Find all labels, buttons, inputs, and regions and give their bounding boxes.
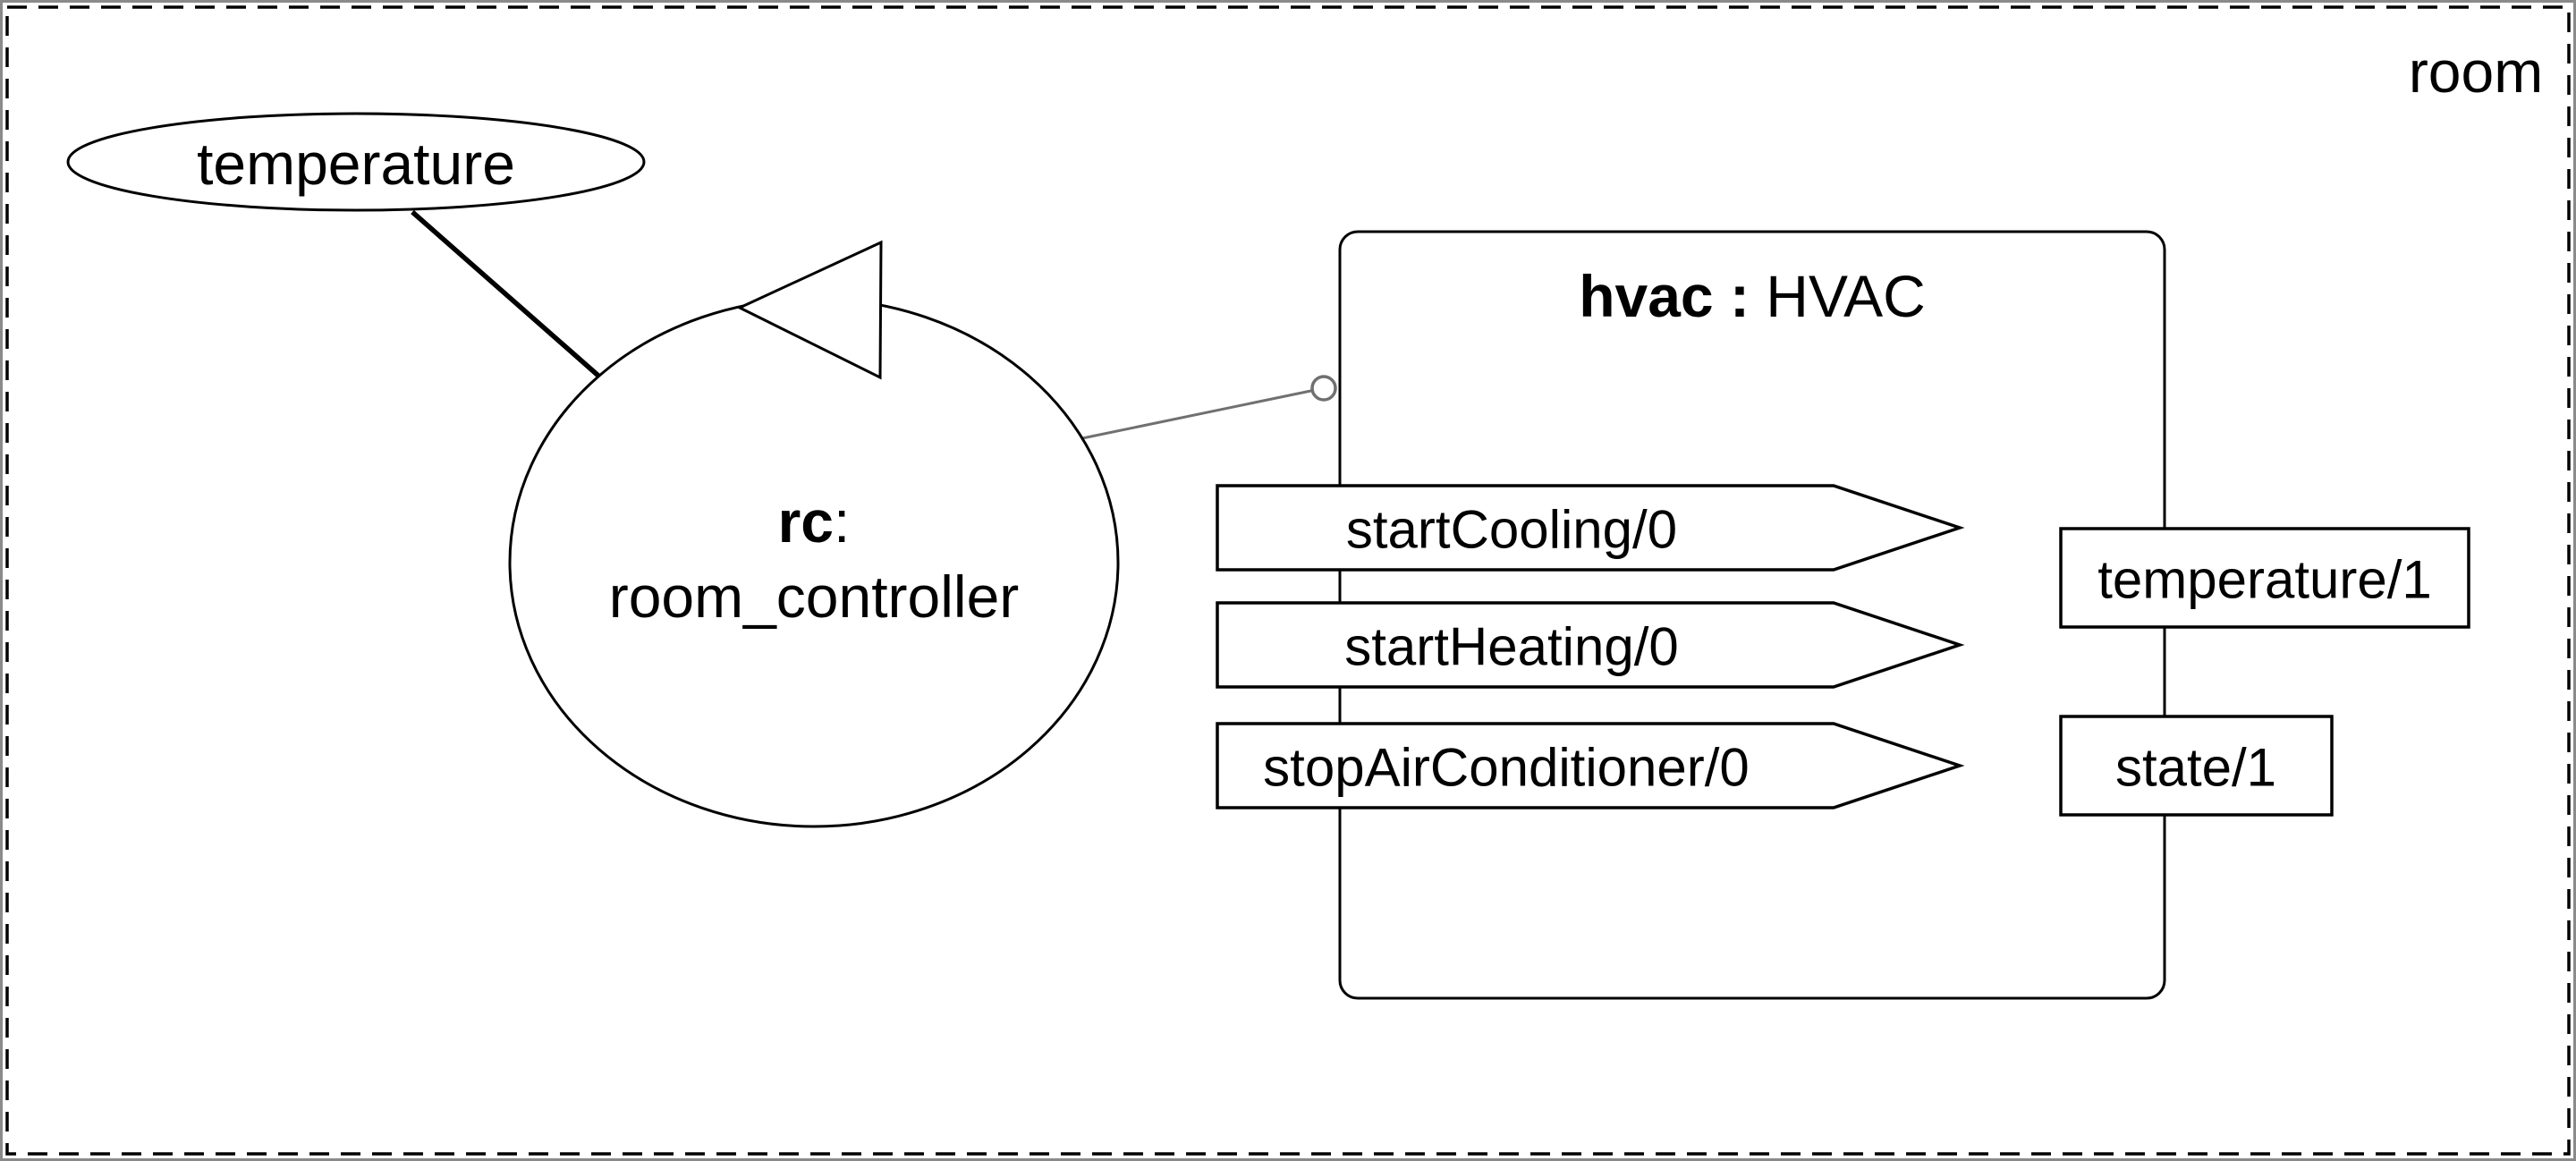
connector-line[interactable] [1081,386,1325,440]
port-temperature[interactable]: temperature/1 [2059,527,2470,629]
interface-lollipop-circle[interactable] [1310,375,1337,402]
port-label: temperature/1 [2097,550,2432,610]
temperature-label: temperature [197,131,515,197]
port-rect[interactable] [2059,527,2470,629]
hvac-title: hvac : HVAC [1579,263,1926,329]
port-label: state/1 [2115,738,2276,798]
node-temperature[interactable]: temperature [66,112,646,212]
banner-arrow-shape[interactable] [1216,484,1965,572]
room-boundary[interactable] [5,5,2571,1156]
banner-label: startHeating/0 [1344,617,1679,677]
node-hvac[interactable]: hvac : HVAC startCooling/0 startHeating/… [1216,230,2470,1000]
edge-temperature-to-controller[interactable] [411,209,600,378]
banner-arrow-shape[interactable] [1216,722,1965,809]
message-banner-startHeating[interactable]: startHeating/0 [1216,601,1965,689]
port-rect[interactable] [2059,715,2334,817]
temperature-ellipse[interactable] [66,112,646,212]
connector-rc-to-hvac[interactable] [1081,386,1325,440]
message-banner-startCooling[interactable]: startCooling/0 [1216,484,1965,572]
room-label: room [2409,38,2543,105]
banner-label: stopAirConditioner/0 [1263,738,1750,798]
controller-type-line: room_controller [609,564,1020,630]
banner-arrow-shape[interactable] [1216,601,1965,689]
banner-label: startCooling/0 [1346,500,1677,560]
node-room-controller[interactable]: rc: room_controller [508,240,1120,828]
controller-name-line: rc: [778,488,851,555]
controller-circle[interactable] [508,297,1120,828]
message-banner-stopAirConditioner[interactable]: stopAirConditioner/0 [1216,722,1965,809]
input-triangle-icon [736,240,883,380]
port-state[interactable]: state/1 [2059,715,2334,817]
